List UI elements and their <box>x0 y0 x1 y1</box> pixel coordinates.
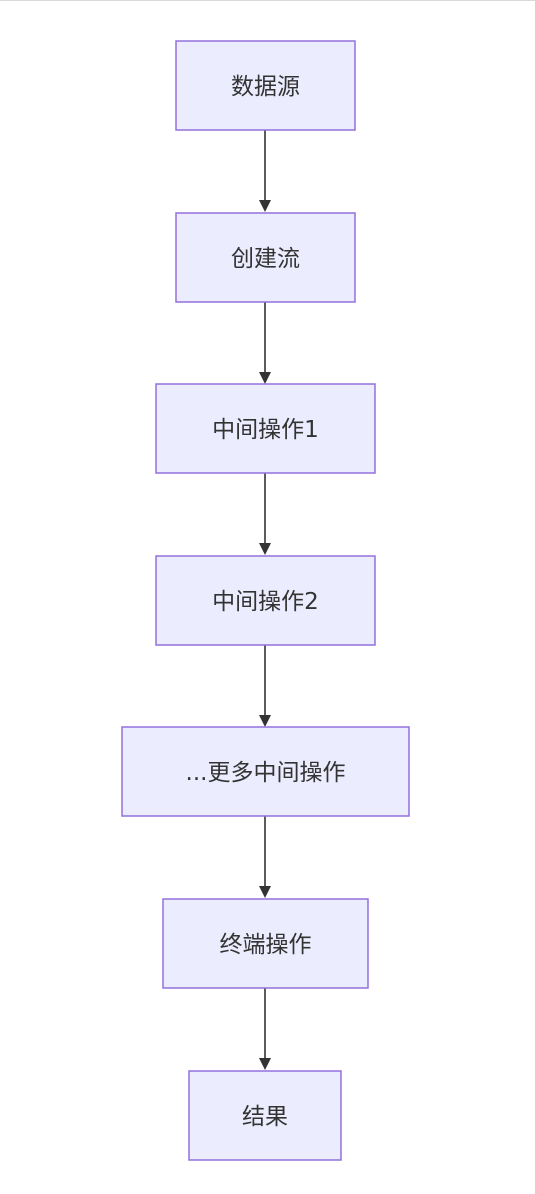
node-terminal-op: 终端操作 <box>162 898 369 989</box>
node-data-source: 数据源 <box>175 40 356 131</box>
edge-n6-n7 <box>259 988 271 1070</box>
node-more-intermediate-ops-label: ...更多中间操作 <box>186 760 346 786</box>
node-terminal-op-label: 终端操作 <box>220 932 312 958</box>
edge-n1-n2 <box>259 130 271 212</box>
node-intermediate-op-1: 中间操作1 <box>155 383 376 474</box>
node-more-intermediate-ops: ...更多中间操作 <box>121 726 410 817</box>
node-result-label: 结果 <box>242 1104 288 1130</box>
top-divider <box>0 0 535 1</box>
node-result: 结果 <box>188 1070 342 1161</box>
node-intermediate-op-1-label: 中间操作1 <box>212 417 319 443</box>
edge-n5-n6 <box>259 816 271 898</box>
node-intermediate-op-2: 中间操作2 <box>155 555 376 646</box>
node-create-stream-label: 创建流 <box>231 246 300 272</box>
node-intermediate-op-2-label: 中间操作2 <box>212 589 319 615</box>
edge-n2-n3 <box>259 302 271 384</box>
node-create-stream: 创建流 <box>175 212 356 303</box>
node-data-source-label: 数据源 <box>231 74 300 100</box>
edge-n4-n5 <box>259 645 271 727</box>
edge-n3-n4 <box>259 473 271 555</box>
